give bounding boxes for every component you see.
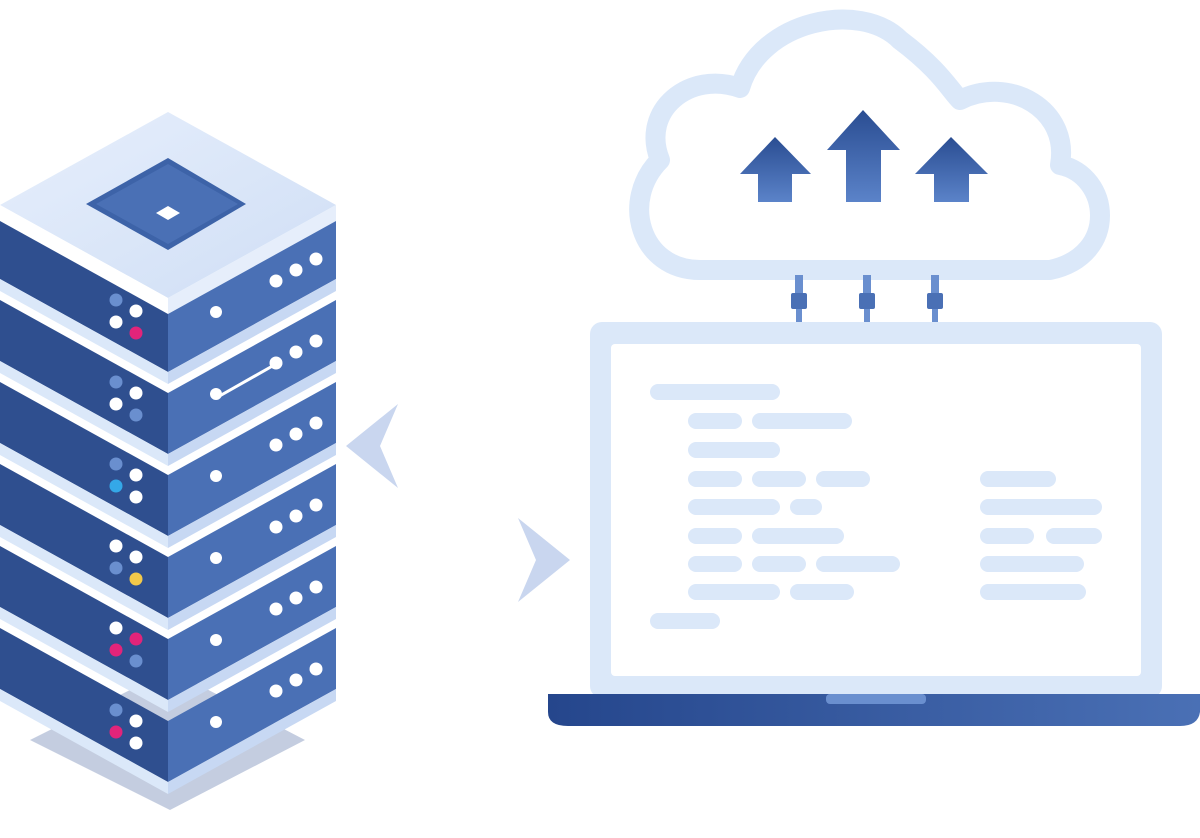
status-led xyxy=(109,479,123,493)
code-line xyxy=(688,471,742,487)
indicator-dot xyxy=(269,602,283,616)
server-unit xyxy=(0,628,336,794)
status-led xyxy=(109,293,123,307)
status-led xyxy=(109,703,123,717)
code-line xyxy=(816,556,900,572)
server-unit xyxy=(0,300,336,466)
status-led xyxy=(109,375,123,389)
code-line xyxy=(980,528,1034,544)
code-line xyxy=(752,556,806,572)
indicator-dot xyxy=(289,427,303,441)
status-led xyxy=(129,632,143,646)
code-line xyxy=(980,556,1084,572)
status-led xyxy=(129,408,143,422)
server-rack-icon xyxy=(0,112,336,810)
server-top xyxy=(0,112,336,314)
cloud-connectors xyxy=(791,275,943,323)
server-unit xyxy=(0,464,336,630)
status-led xyxy=(129,490,143,504)
code-line xyxy=(688,556,742,572)
status-led xyxy=(109,621,123,635)
server-unit xyxy=(0,218,336,384)
indicator-dot xyxy=(309,580,323,594)
upload-arrow-icon xyxy=(740,137,811,202)
code-line xyxy=(790,499,822,515)
status-led xyxy=(129,326,143,340)
status-led xyxy=(129,304,143,318)
status-led xyxy=(129,386,143,400)
code-line xyxy=(688,499,780,515)
indicator-dot xyxy=(269,684,283,698)
connector-plug xyxy=(859,275,875,323)
status-led xyxy=(109,561,123,575)
status-led xyxy=(129,468,143,482)
code-line xyxy=(688,528,742,544)
status-led xyxy=(129,654,143,668)
laptop-base xyxy=(548,694,1200,726)
code-block-right xyxy=(980,471,1102,600)
code-line xyxy=(650,384,780,400)
chevron-right-icon xyxy=(518,518,570,602)
connector-plug xyxy=(927,275,943,323)
indicator-dot xyxy=(210,552,222,564)
indicator-dot xyxy=(289,673,303,687)
indicator-dot xyxy=(210,716,222,728)
link-line xyxy=(215,362,277,400)
status-led xyxy=(109,457,123,471)
indicator-dot xyxy=(289,509,303,523)
indicator-dot xyxy=(289,263,303,277)
indicator-dot xyxy=(309,416,323,430)
indicator-dot xyxy=(309,334,323,348)
code-line xyxy=(688,442,780,458)
upload-arrow-icon xyxy=(827,110,900,202)
code-line xyxy=(688,413,742,429)
code-line xyxy=(1046,528,1102,544)
status-led xyxy=(109,397,123,411)
indicator-dot xyxy=(309,252,323,266)
indicator-dot xyxy=(210,470,222,482)
code-line xyxy=(688,584,780,600)
status-led xyxy=(129,572,143,586)
status-led xyxy=(109,315,123,329)
status-led xyxy=(109,725,123,739)
code-line xyxy=(752,471,806,487)
code-line xyxy=(752,528,844,544)
status-led xyxy=(109,643,123,657)
upload-arrows xyxy=(740,110,988,202)
status-led xyxy=(129,736,143,750)
chevron-left-icon xyxy=(346,404,398,488)
status-led xyxy=(129,714,143,728)
code-line xyxy=(980,499,1102,515)
indicator-dot xyxy=(289,345,303,359)
laptop-notch xyxy=(826,694,926,704)
code-line xyxy=(650,613,720,629)
indicator-dot xyxy=(269,274,283,288)
indicator-dot xyxy=(269,520,283,534)
indicator-dot xyxy=(309,498,323,512)
status-led xyxy=(129,550,143,564)
indicator-dot xyxy=(269,438,283,452)
code-line xyxy=(980,471,1056,487)
laptop-icon xyxy=(548,322,1200,726)
upload-arrow-icon xyxy=(915,137,988,202)
code-line xyxy=(980,584,1086,600)
status-led xyxy=(109,539,123,553)
indicator-dot xyxy=(289,591,303,605)
code-line xyxy=(790,584,854,600)
indicator-dot xyxy=(309,662,323,676)
indicator-dot xyxy=(210,306,222,318)
server-unit xyxy=(0,546,336,712)
code-line xyxy=(752,413,852,429)
code-line xyxy=(816,471,870,487)
indicator-dot xyxy=(210,634,222,646)
code-block-left xyxy=(650,384,900,629)
server-unit xyxy=(0,382,336,548)
connector-plug xyxy=(791,275,807,323)
